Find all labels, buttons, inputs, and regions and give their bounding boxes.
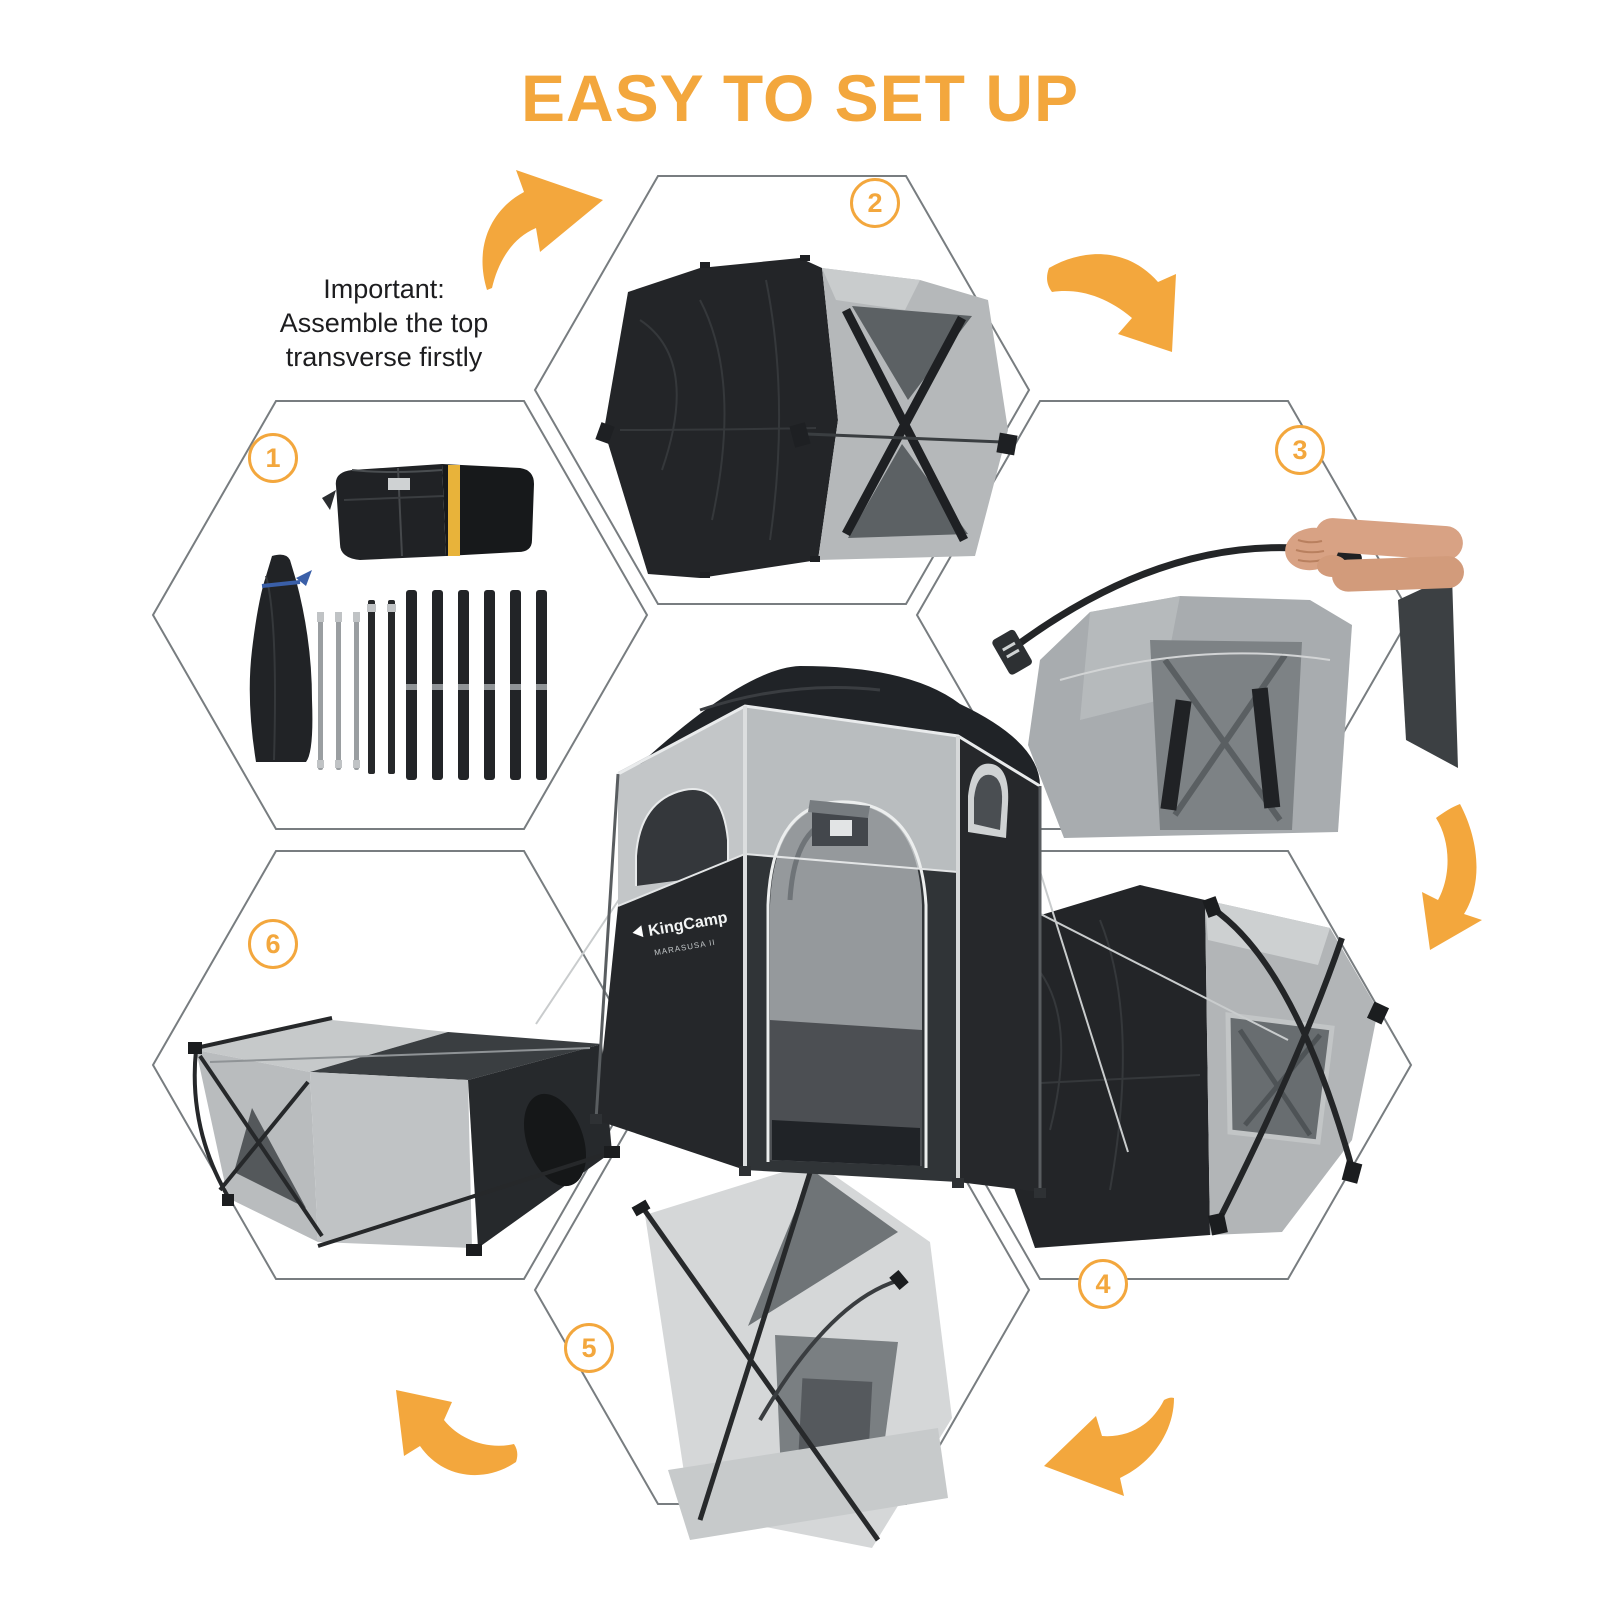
mesh-window-bottom xyxy=(848,444,968,538)
eave-trim xyxy=(617,704,1041,788)
arrow-step5-to-step6-icon xyxy=(396,1390,518,1476)
step-5-photo-top-cross xyxy=(631,1150,952,1548)
pole-feet xyxy=(590,1114,1046,1198)
black-fabric-half xyxy=(604,258,838,578)
step-2-hexagon xyxy=(533,175,1031,605)
arrow-step3-to-step4-icon xyxy=(1422,804,1482,950)
pole-feet xyxy=(188,1042,620,1256)
door-zipper-trim xyxy=(766,800,928,1168)
floor-band xyxy=(668,1428,948,1540)
blue-drawstring xyxy=(261,580,301,588)
step-5-number-badge: 5 xyxy=(564,1323,614,1373)
step-2-photo-tent-flat xyxy=(595,255,1018,578)
step-3-photo-pole-insert xyxy=(992,518,1464,838)
erected-poles xyxy=(1210,905,1355,1224)
roof-mesh-triangle xyxy=(748,1170,898,1326)
mesh-pocket xyxy=(808,800,870,846)
arrow-step4-to-step5-icon xyxy=(1044,1397,1174,1496)
front-face-light xyxy=(310,1072,472,1248)
tent-poles xyxy=(317,590,547,780)
fabric-wrinkles xyxy=(619,279,817,541)
pole-feet xyxy=(1202,896,1390,1236)
brand-diamond-icon xyxy=(632,925,644,938)
folded-pole xyxy=(805,432,1003,444)
page-title: EASY TO SET UP xyxy=(520,61,1080,135)
important-note-line-3: transverse firstly xyxy=(285,342,483,372)
arrow-step2-to-step3-icon xyxy=(1047,254,1176,352)
step-3-number-badge: 3 xyxy=(1275,425,1325,475)
cross-straps xyxy=(841,307,969,543)
arrow-step1-to-step2-icon xyxy=(482,170,603,290)
right-wall xyxy=(958,734,1040,1192)
flow-arrows xyxy=(396,170,1482,1496)
step-6-number-badge: 6 xyxy=(248,919,298,969)
storage-sack xyxy=(249,554,313,762)
corner-poles xyxy=(594,706,1042,1192)
pole-clips xyxy=(595,255,1018,578)
roof xyxy=(640,666,1040,786)
top-face-dark xyxy=(310,1032,602,1080)
step-6-photo-frame-on-side xyxy=(188,1016,620,1256)
step-4-number-badge: 4 xyxy=(1078,1259,1128,1309)
left-window xyxy=(636,789,728,886)
folded-tent-roll xyxy=(322,464,534,560)
dark-fabric-wedge xyxy=(1398,575,1458,768)
important-note-line-1: Important: xyxy=(323,274,445,304)
step-1-number-badge: 1 xyxy=(248,433,298,483)
step-1-hexagon xyxy=(151,400,649,830)
mesh-window-top xyxy=(852,306,972,400)
important-note: Important: Assemble the top transverse f… xyxy=(226,272,542,374)
step-2-number-badge: 2 xyxy=(850,178,900,228)
yellow-zipper xyxy=(448,465,460,556)
top-face-light xyxy=(196,1020,448,1072)
frame-poles xyxy=(192,1016,613,1248)
hands xyxy=(1285,518,1464,592)
pole-end-clip xyxy=(992,629,1032,675)
bag-tag xyxy=(388,478,410,490)
inner-pole-shadows xyxy=(1162,653,1288,822)
finished-tent-photo: KingCamp MARASUSA II xyxy=(535,666,1289,1198)
important-note-line-2: Assemble the top xyxy=(279,308,489,338)
step-1-photo-packed-parts xyxy=(249,464,547,780)
crossed-poles xyxy=(640,1159,881,1542)
